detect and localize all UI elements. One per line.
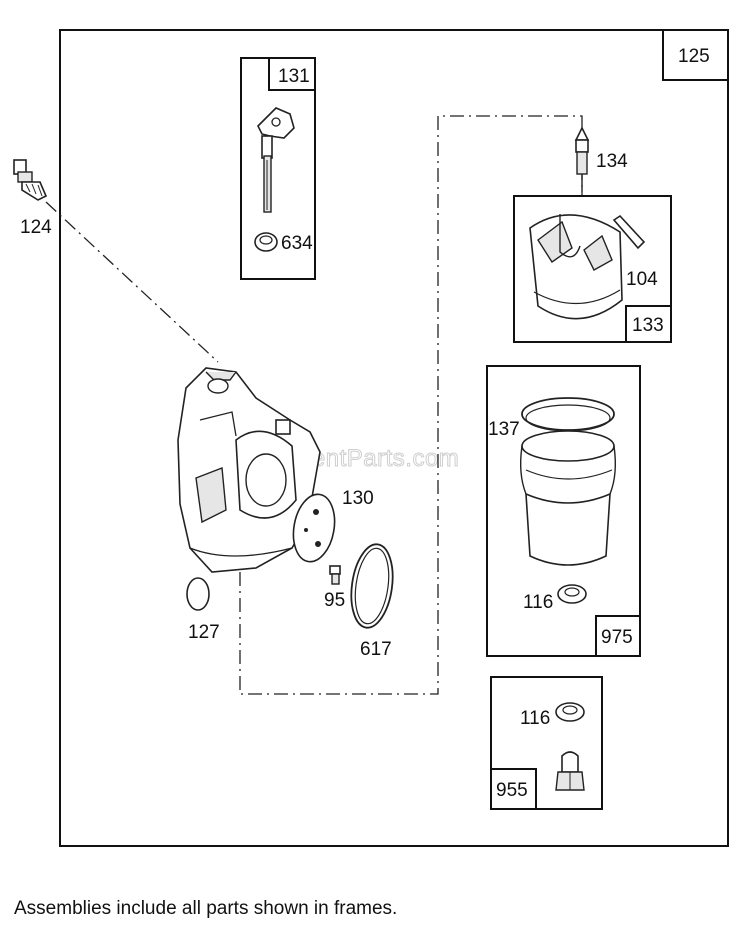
label-116-bowl: 116 xyxy=(523,592,553,613)
parts-diagram: 125 eReplacementParts.com 124 131 634 13… xyxy=(13,29,729,847)
label-116-nut: 116 xyxy=(520,708,550,729)
frame-975-number-box xyxy=(595,615,641,657)
gasket-127-icon xyxy=(186,577,210,611)
label-134: 134 xyxy=(596,151,628,172)
float-needle-134-icon xyxy=(574,126,590,192)
main-assembly-box xyxy=(662,29,729,81)
float-pin-icon xyxy=(612,214,646,250)
label-127: 127 xyxy=(188,622,220,643)
label-137: 137 xyxy=(488,419,520,440)
bowl-nut-icon xyxy=(555,751,585,791)
o-ring-617-icon xyxy=(350,543,394,629)
throttle-shaft-icon xyxy=(257,107,295,213)
frame-133 xyxy=(513,195,672,343)
frame-955-number-box xyxy=(490,768,537,810)
frame-955-number: 955 xyxy=(496,780,528,801)
washer-116a-icon xyxy=(557,584,587,604)
screw-95-icon xyxy=(329,565,341,585)
main-assembly-number: 125 xyxy=(678,46,710,67)
leader-line-bowl xyxy=(239,115,583,695)
plate-130-icon xyxy=(292,493,336,563)
label-104: 104 xyxy=(626,269,658,290)
frame-975-number: 975 xyxy=(601,627,633,648)
leader-line-124 xyxy=(45,201,219,363)
main-frame xyxy=(59,29,729,847)
frame-131-number-box xyxy=(268,57,316,91)
label-617: 617 xyxy=(360,639,392,660)
label-95: 95 xyxy=(324,590,345,611)
frame-955 xyxy=(490,676,603,810)
carburetor-body-icon xyxy=(177,367,321,573)
frame-133-number-box xyxy=(625,305,672,343)
bolt-124-icon xyxy=(13,159,48,201)
footer-note: Assemblies include all parts shown in fr… xyxy=(14,898,398,919)
seal-634-icon xyxy=(254,232,278,252)
label-634: 634 xyxy=(281,233,313,254)
label-124: 124 xyxy=(20,217,52,238)
frame-133-number: 133 xyxy=(632,315,664,336)
float-icon xyxy=(529,214,623,320)
label-130: 130 xyxy=(342,488,374,509)
washer-116b-icon xyxy=(555,702,585,722)
frame-131-number: 131 xyxy=(278,66,310,87)
frame-975 xyxy=(486,365,641,657)
fuel-bowl-icon xyxy=(519,397,617,566)
